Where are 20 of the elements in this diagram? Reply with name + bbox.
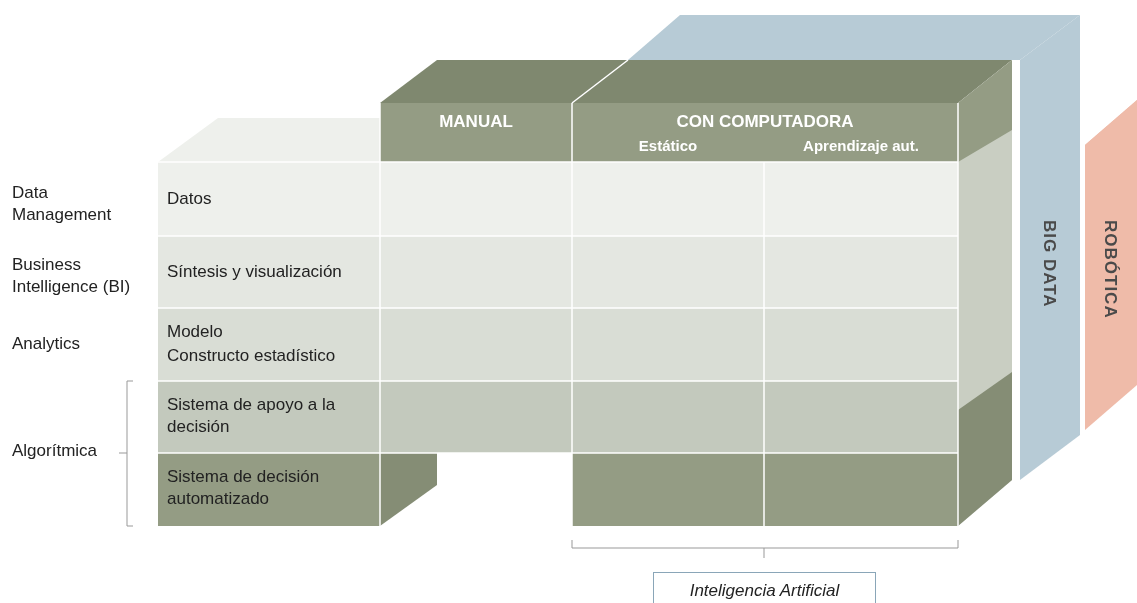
band-title: ROBÓTICA	[1100, 220, 1120, 319]
column-subheader: Aprendizaje aut.	[803, 137, 919, 154]
row-category: Data Management	[12, 183, 112, 224]
band-title: BIG DATA	[1039, 220, 1059, 308]
column-subheader: Estático	[638, 137, 698, 154]
row-category: Business Intelligence (BI)	[12, 255, 131, 296]
box-title: Inteligencia Artificial	[689, 581, 840, 600]
row-label: Sistema de decisión automatizado	[167, 467, 320, 508]
column-header: CON COMPUTADORA	[676, 112, 854, 131]
row-label: Sistema de apoyo a la decisión	[167, 395, 336, 436]
row-category: Analytics	[12, 334, 81, 353]
column-header: MANUAL	[439, 112, 513, 131]
label-box	[653, 572, 876, 603]
row-category: Algorítmica	[12, 441, 98, 460]
side-band	[1085, 100, 1137, 430]
row-label: Síntesis y visualización	[167, 262, 342, 281]
row-label: Modelo	[167, 322, 223, 341]
row-label: Datos	[167, 189, 212, 208]
side-band	[1020, 15, 1080, 480]
row-label: Constructo estadístico	[167, 346, 336, 365]
